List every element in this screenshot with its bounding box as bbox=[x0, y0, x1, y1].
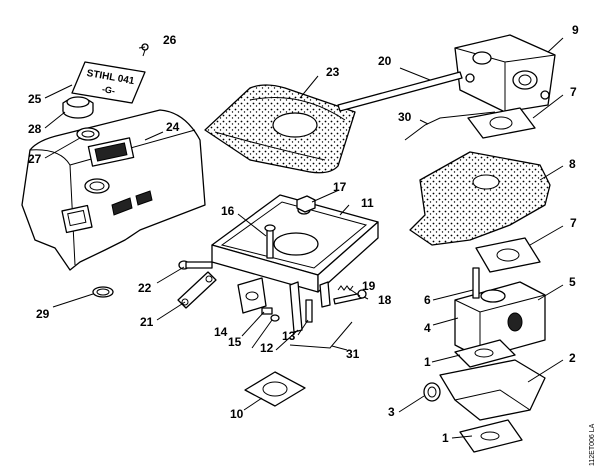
gasket-upper-part bbox=[467, 107, 536, 139]
throttle-rod-part bbox=[337, 71, 463, 112]
callout-7b: 7 bbox=[570, 216, 577, 230]
stud-6-part bbox=[472, 267, 480, 299]
name-plate-part: STIHL 041 -G- bbox=[71, 61, 146, 104]
screw-16-part bbox=[264, 224, 276, 259]
callout-20: 20 bbox=[378, 54, 392, 68]
base-plate-part bbox=[211, 194, 379, 333]
callout-8: 8 bbox=[569, 157, 576, 171]
callout-9: 9 bbox=[572, 23, 579, 37]
callout-28: 28 bbox=[28, 122, 42, 136]
callout-27: 27 bbox=[28, 152, 42, 166]
leader-lines bbox=[44, 37, 564, 439]
callout-13: 13 bbox=[282, 329, 296, 343]
muffler-shield-part bbox=[439, 359, 546, 421]
carburetor-part bbox=[454, 34, 556, 113]
callout-19: 19 bbox=[362, 279, 376, 293]
callout-22: 22 bbox=[138, 281, 152, 295]
filler-cap-part bbox=[62, 96, 94, 119]
callout-2: 2 bbox=[569, 351, 576, 365]
screw-14-part bbox=[261, 307, 273, 315]
figure-code: 112ET006 LA bbox=[589, 423, 596, 466]
choke-rod-30-part bbox=[404, 111, 496, 141]
shroud-cover-part bbox=[21, 109, 206, 271]
callout-18: 18 bbox=[378, 293, 392, 307]
callout-1b: 1 bbox=[442, 431, 449, 445]
callout-26: 26 bbox=[163, 33, 177, 47]
callout-24: 24 bbox=[166, 120, 180, 134]
plug-3-part bbox=[423, 382, 441, 402]
plate-text-line2: -G- bbox=[101, 84, 116, 96]
hex-key-31-part bbox=[289, 321, 353, 349]
cap-seal-ring-part bbox=[76, 127, 100, 141]
callout-11: 11 bbox=[361, 196, 374, 210]
plate-screw-part bbox=[141, 43, 149, 57]
gasket-lower-part bbox=[475, 237, 541, 273]
grommet-ring-part bbox=[92, 286, 114, 298]
callout-1a: 1 bbox=[424, 355, 431, 369]
gasket-1b-part bbox=[459, 419, 523, 453]
callout-17: 17 bbox=[333, 180, 347, 194]
screw-13-part bbox=[305, 299, 313, 323]
callout-14: 14 bbox=[214, 325, 228, 339]
intake-manifold-part bbox=[409, 151, 551, 246]
callout-7a: 7 bbox=[570, 85, 577, 99]
callout-3: 3 bbox=[388, 405, 395, 419]
gasket-1a-part bbox=[454, 339, 516, 368]
callout-5: 5 bbox=[569, 275, 576, 289]
gasket-10-part bbox=[244, 371, 306, 407]
callout-23: 23 bbox=[326, 65, 340, 79]
washer-15-part bbox=[270, 314, 280, 322]
nut-17-part bbox=[296, 195, 316, 213]
flange-block-part bbox=[454, 281, 546, 359]
callout-25: 25 bbox=[28, 92, 42, 106]
callout-16: 16 bbox=[221, 204, 235, 218]
air-filter-part bbox=[204, 84, 356, 174]
callout-labels: 26 25 28 27 24 23 20 9 7 30 8 7 17 11 16… bbox=[28, 23, 579, 445]
stud-22-part bbox=[178, 260, 213, 270]
callout-21: 21 bbox=[140, 315, 154, 329]
link-21-part bbox=[177, 271, 217, 309]
callout-4: 4 bbox=[424, 321, 431, 335]
callout-31: 31 bbox=[346, 347, 360, 361]
callout-30: 30 bbox=[398, 110, 412, 124]
callout-10: 10 bbox=[230, 407, 244, 421]
callout-15: 15 bbox=[228, 335, 242, 349]
callout-29: 29 bbox=[36, 307, 50, 321]
callout-12: 12 bbox=[260, 341, 274, 355]
callout-6: 6 bbox=[424, 293, 431, 307]
